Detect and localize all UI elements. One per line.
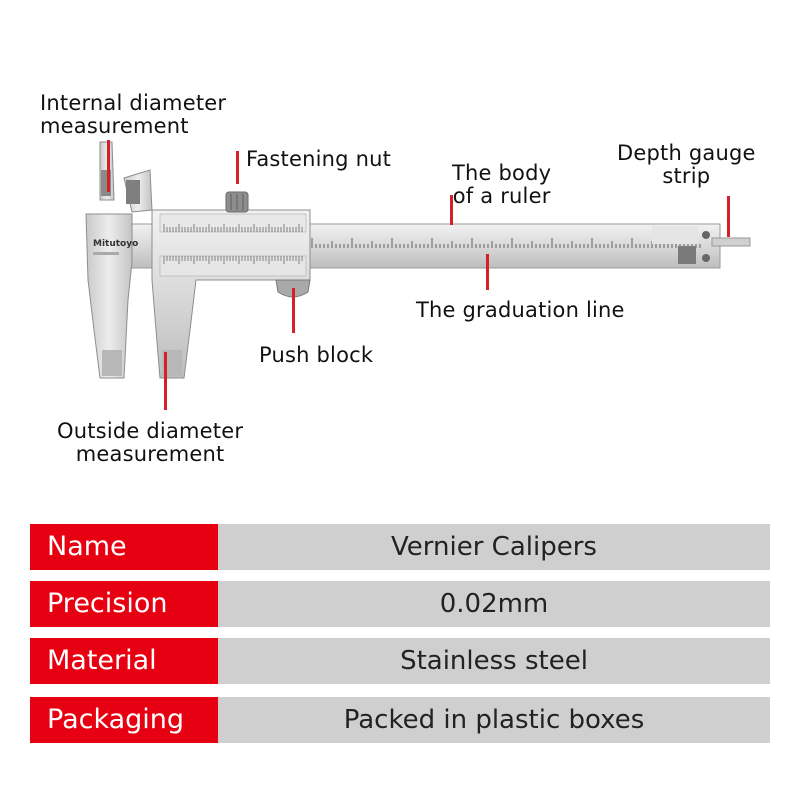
leader-depth-gauge	[727, 196, 730, 237]
label-graduation-line: The graduation line	[416, 298, 625, 322]
spec-value: Stainless steel	[218, 638, 770, 684]
label-ruler-body: The body of a ruler	[452, 161, 552, 208]
leader-graduation-line	[486, 254, 489, 290]
leader-outside-diameter	[164, 352, 167, 410]
label-internal-diameter: Internal diameter measurement	[40, 91, 227, 138]
spec-key: Packaging	[30, 697, 218, 743]
leader-internal-diameter	[107, 140, 110, 192]
main-scale	[311, 238, 701, 248]
sliding-jaw	[151, 209, 311, 379]
spec-row-material: Material Stainless steel	[30, 638, 770, 684]
spec-value: Packed in plastic boxes	[218, 697, 770, 743]
label-fastening-nut: Fastening nut	[246, 147, 392, 171]
label-outside-diameter: Outside diameter measurement	[57, 419, 244, 466]
depth-gauge-strip	[711, 237, 751, 247]
spec-key: Precision	[30, 581, 218, 627]
caliper-diagram: Mitutoyo	[85, 141, 751, 379]
spec-row-packaging: Packaging Packed in plastic boxes	[30, 697, 770, 743]
leader-push-block	[292, 288, 295, 333]
spec-key: Name	[30, 524, 218, 570]
label-depth-gauge: Depth gauge strip	[617, 141, 756, 188]
spec-row-precision: Precision 0.02mm	[30, 581, 770, 627]
brand-logo: Mitutoyo	[93, 239, 138, 249]
leader-fastening-nut	[236, 151, 239, 184]
vernier-scale	[163, 224, 303, 264]
spec-value: 0.02mm	[218, 581, 770, 627]
spec-value: Vernier Calipers	[218, 524, 770, 570]
spec-row-name: Name Vernier Calipers	[30, 524, 770, 570]
leader-ruler-body	[450, 195, 453, 225]
label-push-block: Push block	[259, 343, 374, 367]
spec-key: Material	[30, 638, 218, 684]
